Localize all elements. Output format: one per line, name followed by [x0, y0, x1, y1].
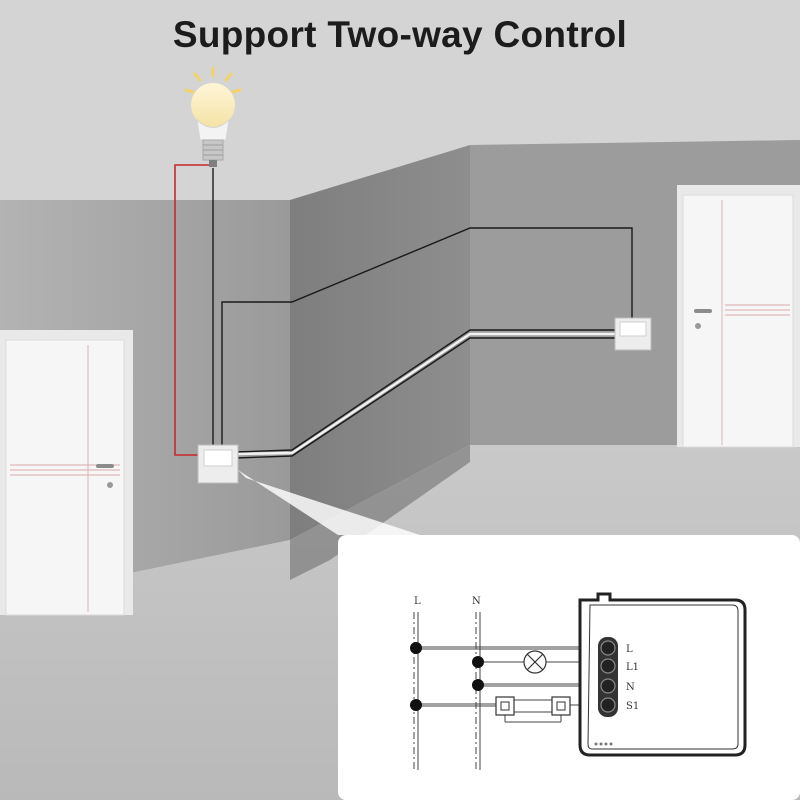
door-lock [695, 323, 701, 329]
terminal-label-l1: L1 [626, 662, 639, 673]
bulb-rays [184, 66, 242, 94]
zoom-beam [238, 470, 420, 535]
terminal-label-l: L [626, 644, 633, 655]
wiring-diagram: L N [410, 592, 747, 770]
light-bulb-icon [184, 66, 242, 167]
wall-shadow [290, 445, 470, 580]
smart-switch-module: L L1 N S1 [578, 592, 747, 757]
door-handle [96, 464, 114, 468]
junction-dot [410, 642, 422, 654]
junction-dot [410, 699, 422, 711]
right-door [677, 185, 800, 448]
wall-switch-icon [614, 317, 652, 351]
line-label: L [414, 596, 421, 607]
door-handle [694, 309, 712, 313]
two-way-switch-symbol-icon [551, 696, 571, 716]
wiring [174, 164, 633, 459]
junction-dot [472, 656, 484, 668]
wall-switch-icon [197, 444, 239, 484]
ceiling-plane [0, 0, 800, 200]
neutral-label: N [472, 596, 481, 607]
door-lock [107, 482, 113, 488]
page-title: Support Two-way Control [172, 14, 628, 55]
upper-wire [221, 227, 633, 450]
terminal-label-n: N [626, 682, 635, 693]
middle-wall [290, 145, 470, 540]
terminal-label-s1: S1 [626, 701, 639, 712]
junction-dot [472, 679, 484, 691]
two-way-switch-symbol-icon [495, 696, 515, 716]
live-wire [174, 164, 212, 456]
left-door [0, 330, 133, 616]
lamp-symbol-icon [523, 650, 547, 674]
